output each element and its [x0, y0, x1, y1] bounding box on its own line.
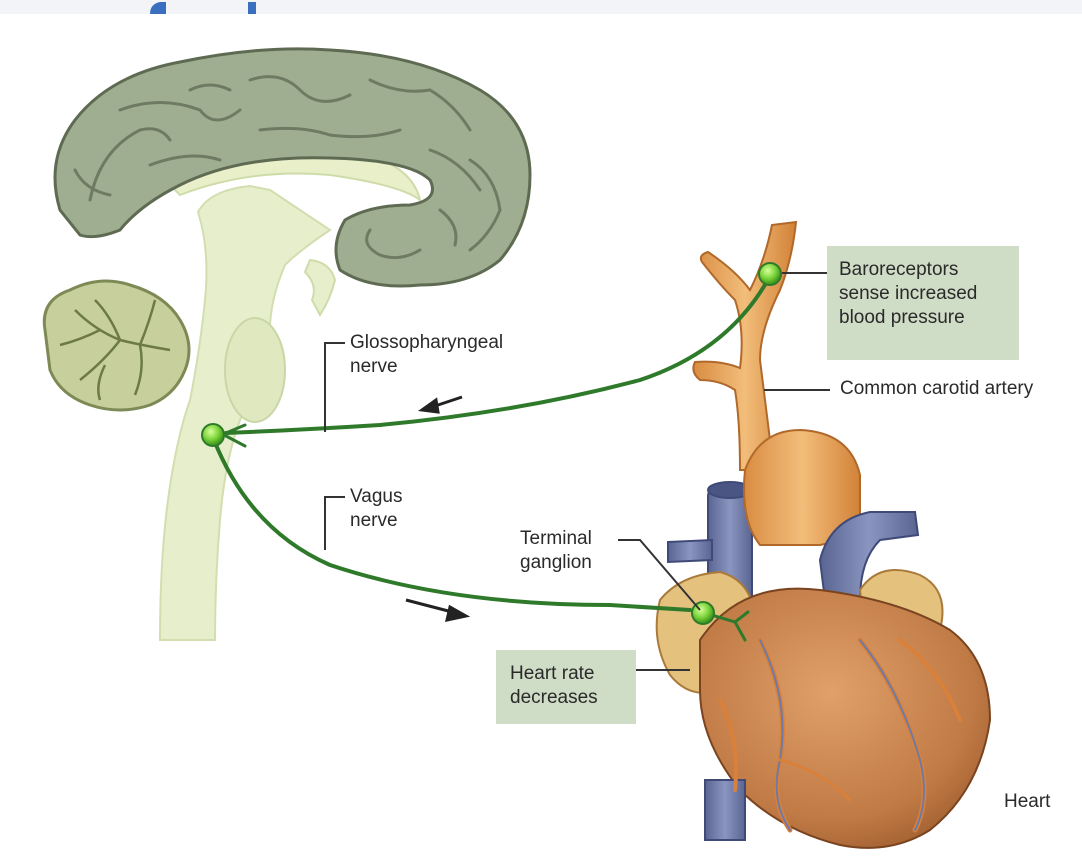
baroreceptor-neuron — [759, 263, 781, 285]
heart-illustration — [657, 430, 990, 848]
pituitary — [305, 260, 335, 315]
leader-vagus — [325, 497, 345, 550]
leader-glossopharyngeal — [325, 343, 345, 432]
baroreceptors-callout: Baroreceptors sense increased blood pres… — [827, 246, 1019, 360]
heart-rate-callout: Heart rate decreases — [496, 650, 636, 724]
terminal-ganglion-label: Terminal ganglion — [520, 527, 592, 575]
vagus-path — [214, 440, 690, 610]
vagus-label: Vagus nerve — [350, 485, 402, 533]
brainstem-neuron — [202, 424, 224, 446]
common-carotid-label: Common carotid artery — [840, 377, 1033, 401]
pons — [225, 318, 285, 422]
heart-label: Heart — [1004, 790, 1050, 814]
glossopharyngeal-label: Glossopharyngeal nerve — [350, 331, 503, 379]
